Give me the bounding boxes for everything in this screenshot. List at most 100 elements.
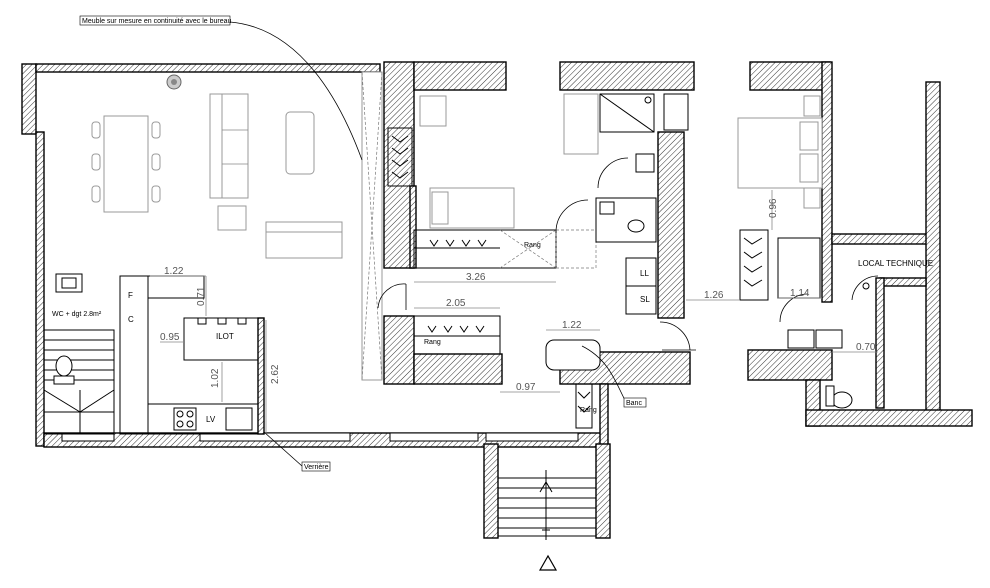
local-tech-fixture bbox=[862, 282, 870, 290]
window-bottom-2 bbox=[199, 432, 351, 442]
dim-0-71: 0.71 bbox=[196, 286, 207, 306]
label-wc: WC + dgt 2.8m² bbox=[52, 311, 102, 318]
desk bbox=[563, 93, 599, 155]
armchair bbox=[419, 95, 447, 127]
dim-1-14: 1.14 bbox=[790, 288, 810, 299]
dim-1-22-kitchen: 1.22 bbox=[164, 266, 184, 277]
sink-right-2-icon bbox=[815, 329, 843, 349]
wall-top-4 bbox=[749, 61, 831, 91]
toilet-right-tank bbox=[825, 385, 835, 407]
dim-1-26: 1.26 bbox=[704, 290, 724, 301]
kitchen bbox=[119, 275, 265, 435]
dim-0-95: 0.95 bbox=[160, 332, 180, 343]
bathroom-center bbox=[595, 93, 689, 315]
wall-vertical-mid bbox=[657, 131, 685, 319]
plant-center bbox=[171, 79, 177, 85]
wall-local-tech-side bbox=[875, 277, 885, 409]
pillow-right-1 bbox=[799, 121, 819, 151]
toilet-right-icon bbox=[831, 391, 853, 409]
leader-meuble bbox=[229, 21, 363, 161]
pillow-right-2 bbox=[799, 153, 819, 183]
dim-2-05: 2.05 bbox=[446, 298, 466, 309]
wall-top-left bbox=[35, 63, 381, 73]
entrance-rack bbox=[575, 383, 593, 429]
wall-lower-right bbox=[747, 349, 833, 381]
dim-1-02: 1.02 bbox=[210, 368, 221, 388]
wall-left bbox=[35, 131, 45, 447]
label-f: F bbox=[128, 291, 133, 300]
stairs-left bbox=[43, 329, 115, 435]
wall-center-base bbox=[413, 353, 503, 385]
shower-right-icon bbox=[777, 237, 821, 299]
sink-right-1-icon bbox=[787, 329, 815, 349]
label-sl: SL bbox=[640, 295, 650, 304]
dining-table bbox=[91, 115, 161, 213]
toilet-center-icon bbox=[627, 219, 645, 233]
wall-entrance-left bbox=[483, 443, 499, 539]
wall-far-right bbox=[925, 81, 941, 413]
label-rang-3: Rang bbox=[580, 407, 597, 414]
leader-verriere bbox=[263, 431, 303, 467]
window-bottom-3 bbox=[389, 432, 479, 442]
wall-right bbox=[821, 61, 833, 303]
verriere-tag-box bbox=[301, 461, 331, 472]
nightstand-1 bbox=[803, 95, 821, 117]
closet-lower bbox=[413, 315, 501, 355]
sofa bbox=[209, 93, 249, 199]
kitchen-sink-icon bbox=[225, 407, 253, 431]
island bbox=[183, 317, 261, 361]
closet-dashed bbox=[555, 229, 597, 269]
closet-bath bbox=[663, 93, 689, 131]
annotation-verriere: Verrière bbox=[304, 464, 329, 471]
toilet-left-tank bbox=[53, 375, 75, 385]
dim-0-97: 0.97 bbox=[516, 382, 536, 393]
wall-left-top bbox=[21, 63, 37, 135]
window-bottom-1 bbox=[61, 432, 115, 442]
dim-1-22-bench: 1.22 bbox=[562, 320, 582, 331]
wall-room-left bbox=[409, 185, 417, 269]
closet-right bbox=[739, 229, 769, 301]
wall-local-tech-top bbox=[831, 233, 929, 245]
wall-center-bottom bbox=[383, 315, 415, 385]
label-ll: LL bbox=[640, 269, 649, 278]
cooktop-icon bbox=[173, 407, 197, 431]
bedroom-right bbox=[737, 95, 870, 409]
wall-bottom-right bbox=[805, 409, 973, 427]
annotation-meuble: Meuble sur mesure en continuité avec le … bbox=[82, 18, 232, 25]
pillow-center bbox=[431, 191, 449, 225]
verriere-wall bbox=[257, 317, 265, 435]
bench-icon bbox=[545, 339, 601, 371]
dim-0-70: 0.70 bbox=[856, 342, 876, 353]
meuble-tag-box bbox=[79, 15, 231, 26]
wc-sink-icon bbox=[61, 277, 77, 289]
annotation-banc: Banc bbox=[626, 400, 642, 407]
label-lv: LV bbox=[206, 415, 216, 424]
coffee-table bbox=[285, 111, 315, 175]
label-ilot: ILOT bbox=[216, 332, 234, 341]
wall-top-2 bbox=[413, 61, 507, 91]
wall-lower-vertical bbox=[599, 383, 609, 447]
north-arrow-icon bbox=[538, 554, 558, 571]
doors bbox=[377, 157, 879, 351]
leader-banc bbox=[581, 345, 627, 403]
wall-top-3 bbox=[559, 61, 695, 91]
armchair-bench bbox=[265, 221, 343, 259]
dimension-lines bbox=[150, 190, 878, 434]
walls bbox=[21, 61, 973, 539]
closet-mid bbox=[413, 229, 557, 269]
bedroom-center bbox=[387, 93, 599, 355]
dim-3-26: 3.26 bbox=[466, 272, 486, 283]
sink-center-icon bbox=[635, 153, 655, 173]
label-rang-2: Rang bbox=[424, 339, 441, 346]
window-bottom-4 bbox=[485, 432, 579, 442]
nightstand-2 bbox=[803, 187, 821, 209]
sink-small-icon bbox=[599, 201, 615, 215]
stairs-entrance bbox=[497, 470, 597, 540]
wall-local-tech-bottom bbox=[879, 277, 927, 287]
dim-2-62: 2.62 bbox=[270, 364, 281, 384]
toilet-left-icon bbox=[55, 355, 73, 377]
closet-top-center bbox=[387, 127, 413, 187]
label-local-technique: LOCAL TECHNIQUE bbox=[858, 259, 933, 268]
label-rang-1: Rang bbox=[524, 242, 541, 249]
